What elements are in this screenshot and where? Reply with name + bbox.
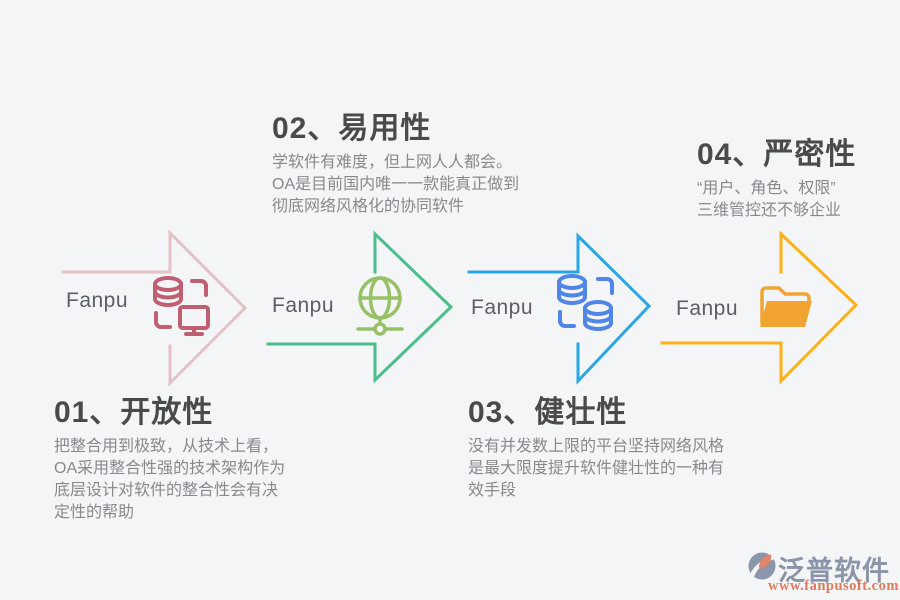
- arrow-shape-1: [61, 229, 248, 387]
- feature-03-title: 03、健壮性: [468, 396, 628, 429]
- brand-label-4: Fanpu: [676, 297, 739, 320]
- database-sync-icon: [557, 274, 614, 331]
- fanpu-logo: 泛普软件 www.fanpusoft.com: [747, 548, 899, 596]
- arrow-outline-3: [467, 232, 652, 385]
- folder-front-flap: [760, 301, 812, 327]
- arrow-shape-3: [467, 232, 652, 385]
- fanpu-logo-icon: [748, 552, 776, 580]
- arrow-outline-4: [660, 230, 859, 385]
- arrow-shape-2: [266, 230, 454, 384]
- logo-icon-leaf: [759, 554, 772, 569]
- brand-label-3: Fanpu: [471, 296, 534, 319]
- feature-01-text-block: 01、开放性 把整合用到极致，从技术上看， OA采用整合性强的技术架构作为 底层…: [54, 396, 285, 524]
- feature-02-text-block: 02、易用性 学软件有难度，但上网人人都会。 OA是目前国内唯一一款能真正做到 …: [272, 112, 519, 218]
- feature-04-title: 04、严密性: [697, 138, 857, 171]
- database-monitor-sync-icon: [153, 276, 210, 336]
- brand-label-1: Fanpu: [66, 289, 129, 312]
- folder-icon: [760, 286, 812, 327]
- feature-04-text-block: 04、严密性 “用户、角色、权限” 三维管控还不够企业: [697, 138, 856, 222]
- logo-company-name: 泛普软件: [778, 556, 890, 586]
- feature-02-title: 02、易用性: [272, 112, 432, 145]
- brand-label-2: Fanpu: [272, 294, 335, 317]
- logo-website-url: www.fanpusoft.com: [768, 578, 899, 594]
- arrow-outline-1: [61, 229, 248, 387]
- feature-03-description: 没有并发数上限的平台坚持网络风格 是最大限度提升软件健壮性的一种有 效手段: [468, 438, 725, 499]
- feature-01-description: 把整合用到极致，从技术上看， OA采用整合性强的技术架构作为 底层设计对软件的整…: [54, 438, 286, 521]
- arrow-shape-4: [660, 230, 859, 385]
- feature-04-description: “用户、角色、权限” 三维管控还不够企业: [697, 180, 842, 219]
- feature-02-description: 学软件有难度，但上网人人都会。 OA是目前国内唯一一款能真正做到 彻底网络风格化…: [272, 154, 520, 215]
- arrow-outline-2: [266, 230, 454, 384]
- feature-01-title: 01、开放性: [54, 396, 214, 429]
- feature-03-text-block: 03、健壮性 没有并发数上限的平台坚持网络风格 是最大限度提升软件健壮性的一种有…: [468, 396, 724, 502]
- globe-network-icon: [356, 276, 404, 336]
- folder-back-outline: [760, 286, 811, 325]
